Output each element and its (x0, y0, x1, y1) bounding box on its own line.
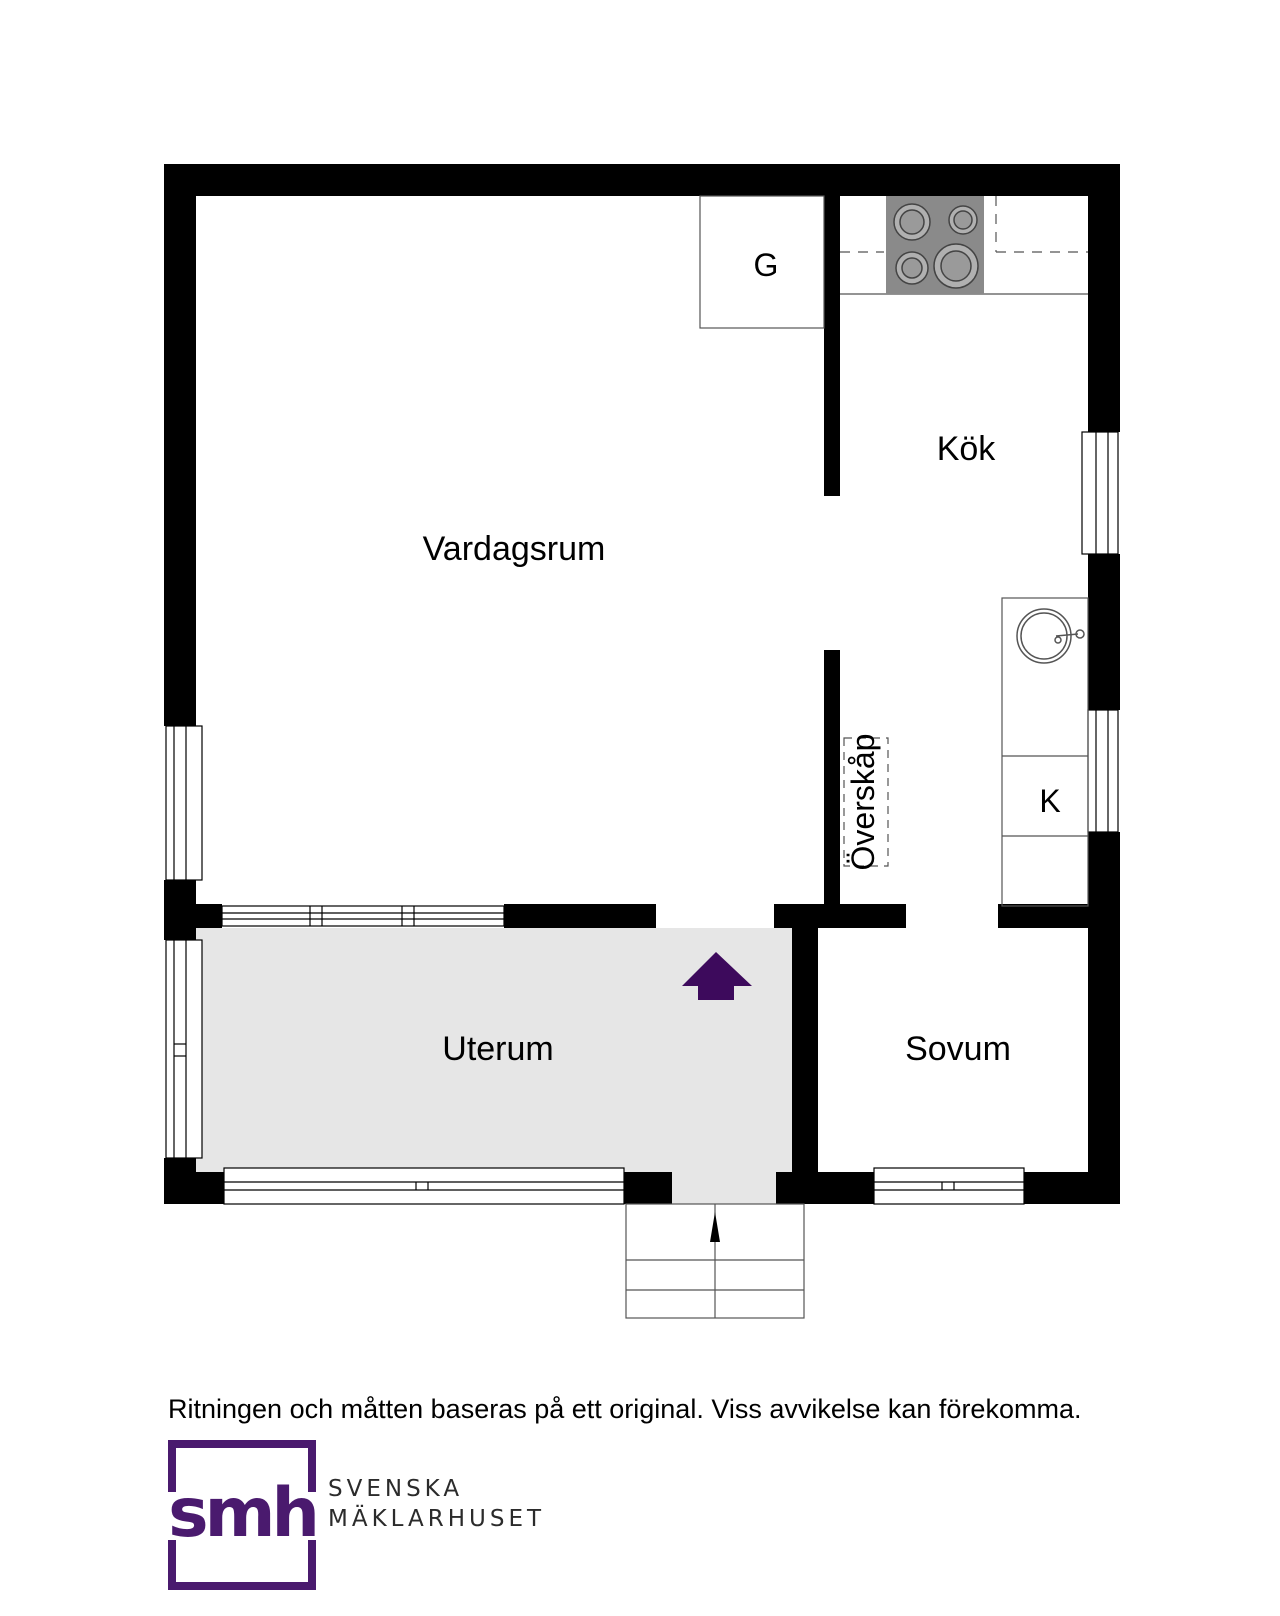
fireplace-box (699, 195, 825, 329)
fixture-label-k: K (1039, 783, 1060, 819)
stairs-arrow-icon (710, 1212, 720, 1242)
room-label-vardagsrum: Vardagsrum (423, 530, 606, 568)
disclaimer-text: Ritningen och måtten baseras på ett orig… (168, 1394, 1082, 1424)
stove-icon (886, 196, 984, 294)
brand-name: SVENSKA MÄKLARHUSET (328, 1474, 545, 1534)
entrance-arrow-icon (682, 952, 752, 1000)
walls (164, 164, 1120, 1204)
smh-logo: smh (168, 1440, 318, 1590)
windows (165, 431, 1119, 1205)
overskap-box (843, 737, 889, 867)
fixture-label-overskap: Överskåp (845, 734, 881, 871)
brand-name-line2: MÄKLARHUSET (328, 1506, 546, 1532)
brand-name-line1: SVENSKA (328, 1476, 464, 1502)
room-label-uterum: Uterum (442, 1030, 553, 1068)
room-label-kok: Kök (937, 430, 997, 468)
sink-icon (1016, 608, 1085, 664)
fixture-label-g: G (754, 247, 779, 283)
smh-logo-text: smh (168, 1474, 316, 1553)
brand-block: smh SVENSKA MÄKLARHUSET (168, 1440, 728, 1590)
room-label-sovum: Sovum (905, 1030, 1011, 1068)
uterum-floor (196, 928, 792, 1204)
